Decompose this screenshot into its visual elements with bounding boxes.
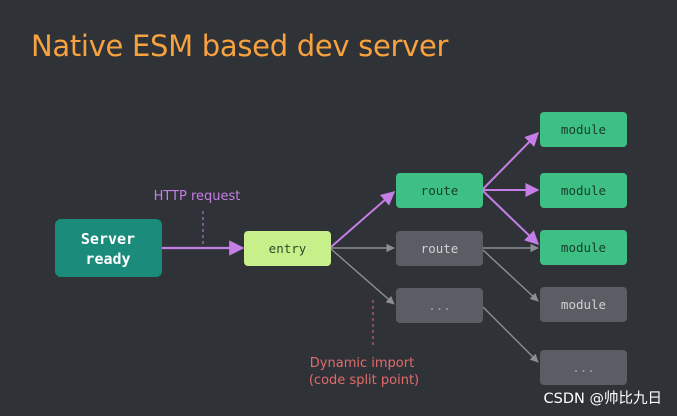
diagram-title: Native ESM based dev server [31, 29, 449, 63]
module-node-4 [540, 287, 627, 322]
route-active-label: route [421, 183, 459, 198]
route-inactive-label: route [421, 241, 459, 256]
module-label-1: module [561, 122, 606, 137]
module-label-2: module [561, 183, 606, 198]
csdn-watermark: CSDN @帅比九日 [544, 390, 662, 407]
route-active-node [396, 173, 483, 208]
placeholder-middle-label: ... [428, 298, 451, 313]
module-node-3 [540, 230, 627, 265]
route-to-module-1-arrow [482, 132, 539, 190]
placeholder-to-placeholder-arrow [482, 306, 539, 363]
server-ready-node [55, 219, 162, 277]
route-to-module-3-arrow [482, 190, 540, 245]
server-label-line1: Server [81, 230, 135, 248]
entry-node [244, 231, 331, 266]
dynamic-import-line2: (code split point) [309, 373, 419, 388]
route-inactive-to-module-4-arrow [482, 249, 539, 302]
module-node-1 [540, 112, 627, 147]
placeholder-middle-node [396, 288, 483, 323]
route-inactive-node [396, 231, 483, 266]
placeholder-right-node [540, 350, 627, 385]
http-request-label: HTTP request [154, 189, 241, 204]
placeholder-right-label: ... [572, 360, 595, 375]
dynamic-import-line1: Dynamic import [310, 356, 414, 371]
server-label-line2: ready [85, 250, 130, 268]
module-node-2 [540, 173, 627, 208]
entry-label: entry [269, 241, 307, 256]
module-label-4: module [561, 297, 606, 312]
entry-to-route-active-arrow [330, 191, 396, 248]
entry-to-placeholder-arrow [330, 248, 395, 305]
module-label-3: module [561, 240, 606, 255]
